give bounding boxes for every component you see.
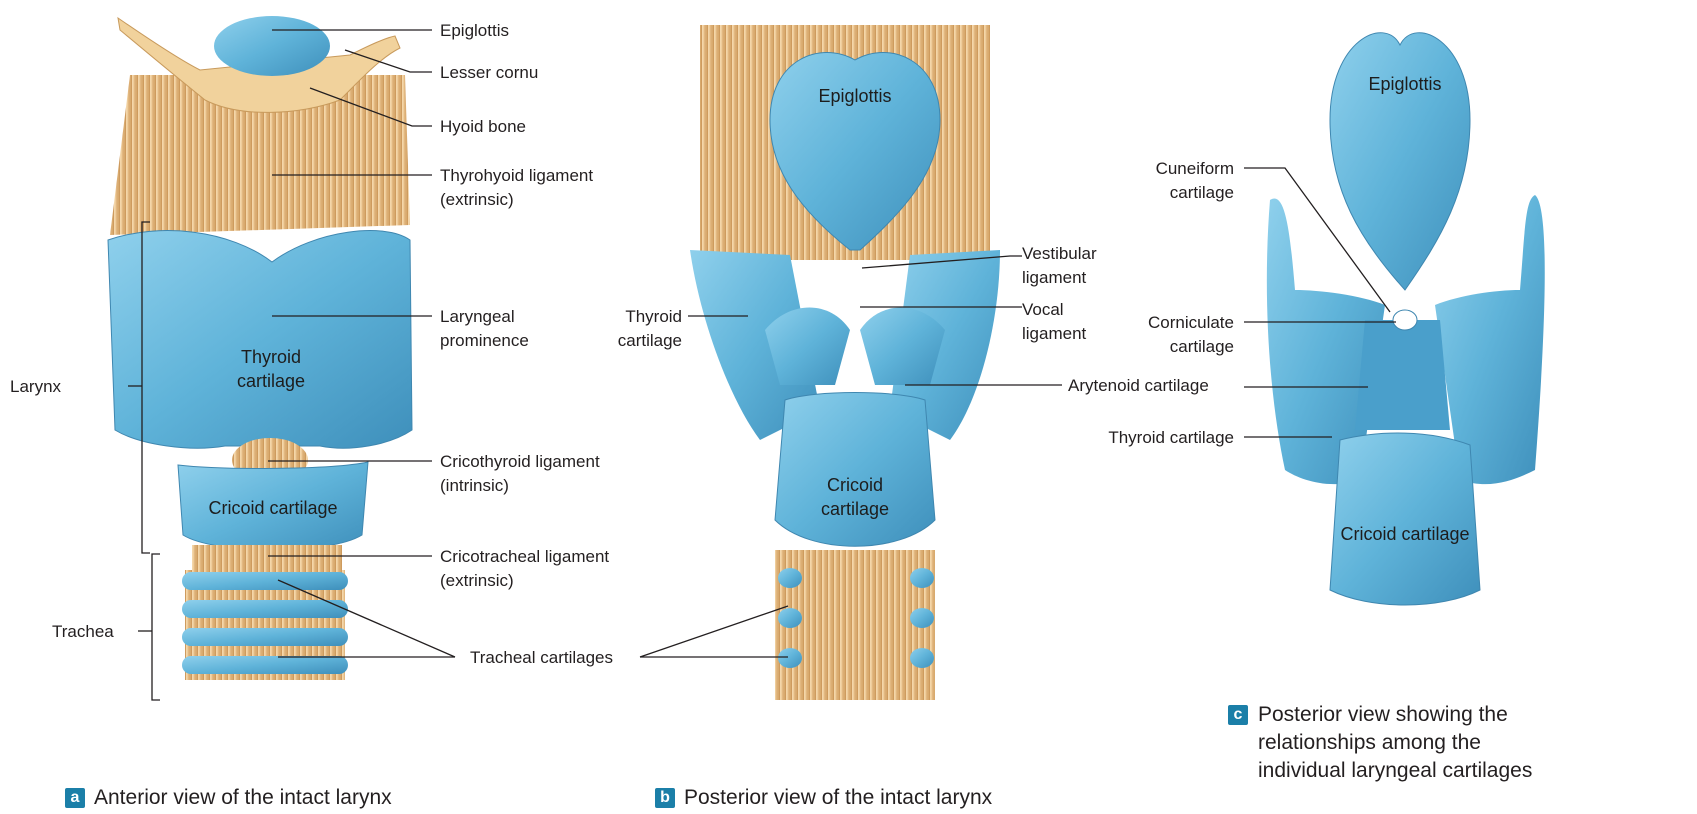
label-thyroid-cartilage-c: Thyroid cartilage [1060,427,1234,449]
label-vestibular-ligament: ligament [1022,267,1086,289]
caption-a: Anterior view of the intact larynx [94,785,392,811]
tracheal-ring-b [778,568,802,588]
tracheal-ring-b [910,648,934,668]
label-thyroid-cartilage-b: cartilage [580,330,682,352]
tracheal-ring-b [778,608,802,628]
inner-cricoid-cartilage-a: Cricoid cartilage [188,496,358,520]
label-epiglottis: Epiglottis [440,20,509,42]
panel-b-drawing [640,25,1062,700]
caption-badge-b: b [655,788,675,808]
label-corniculate-cartilage: cartilage [1110,336,1234,358]
tracheal-ring-b [778,648,802,668]
label-cricotracheal-ligament: Cricotracheal ligament [440,546,609,568]
label-cricothyroid-ligament: Cricothyroid ligament [440,451,600,473]
label-tracheal-cartilages: Tracheal cartilages [470,647,613,669]
caption-badge-a: a [65,788,85,808]
inner-cricoid-cartilage-c: Cricoid cartilage [1325,522,1485,546]
label-corniculate: Corniculate [1110,312,1234,334]
corniculate-c [1393,310,1417,330]
caption-badge-c: c [1228,705,1248,725]
label-thyrohyoid-ligament: Thyrohyoid ligament [440,165,593,187]
label-larynx: Larynx [10,376,61,398]
inner-cricoid-cartilage-b: cartilage [790,497,920,521]
label-prominence: prominence [440,330,529,352]
tracheal-ring-b [910,608,934,628]
tracheal-ring-b [910,568,934,588]
caption-c-line3: individual laryngeal cartilages [1258,758,1532,784]
caption-b: Posterior view of the intact larynx [684,785,992,811]
panel-c-drawing [1244,33,1545,605]
label-cuneiform: Cuneiform [1110,158,1234,180]
cricoid-cartilage-b [775,393,935,547]
thyroid-cartilage-a [108,231,412,449]
tracheal-ring [182,600,348,618]
inner-thyroid: Thyroid [206,345,336,369]
inner-cricoid-b: Cricoid [790,473,920,497]
label-vocal: Vocal [1022,299,1064,321]
label-cuneiform-cartilage: cartilage [1110,182,1234,204]
label-thyroid-b: Thyroid [580,306,682,328]
inner-epiglottis-b: Epiglottis [790,84,920,108]
label-trachea: Trachea [52,621,114,643]
epiglottis-tip-a [214,16,330,76]
arytenoid-c [1355,320,1450,430]
caption-c-line2: relationships among the [1258,730,1481,756]
caption-c-line1: Posterior view showing the [1258,702,1508,728]
arytenoid-right [860,308,945,386]
label-arytenoid-cartilage: Arytenoid cartilage [1068,375,1209,397]
label-cricothyroid-intrinsic: (intrinsic) [440,475,509,497]
label-laryngeal: Laryngeal [440,306,515,328]
label-hyoid-bone: Hyoid bone [440,116,526,138]
tracheal-ring [182,628,348,646]
label-vocal-ligament: ligament [1022,323,1086,345]
cricoid-cartilage-c [1330,433,1480,605]
arytenoid-left [765,308,850,386]
inner-thyroid-cartilage: cartilage [206,369,336,393]
label-thyrohyoid-extrinsic: (extrinsic) [440,189,514,211]
label-lesser-cornu: Lesser cornu [440,62,538,84]
inner-epiglottis-c: Epiglottis [1335,72,1475,96]
label-vestibular: Vestibular [1022,243,1097,265]
tracheal-ring [182,656,348,674]
tracheal-ring [182,572,348,590]
label-cricotracheal-extrinsic: (extrinsic) [440,570,514,592]
